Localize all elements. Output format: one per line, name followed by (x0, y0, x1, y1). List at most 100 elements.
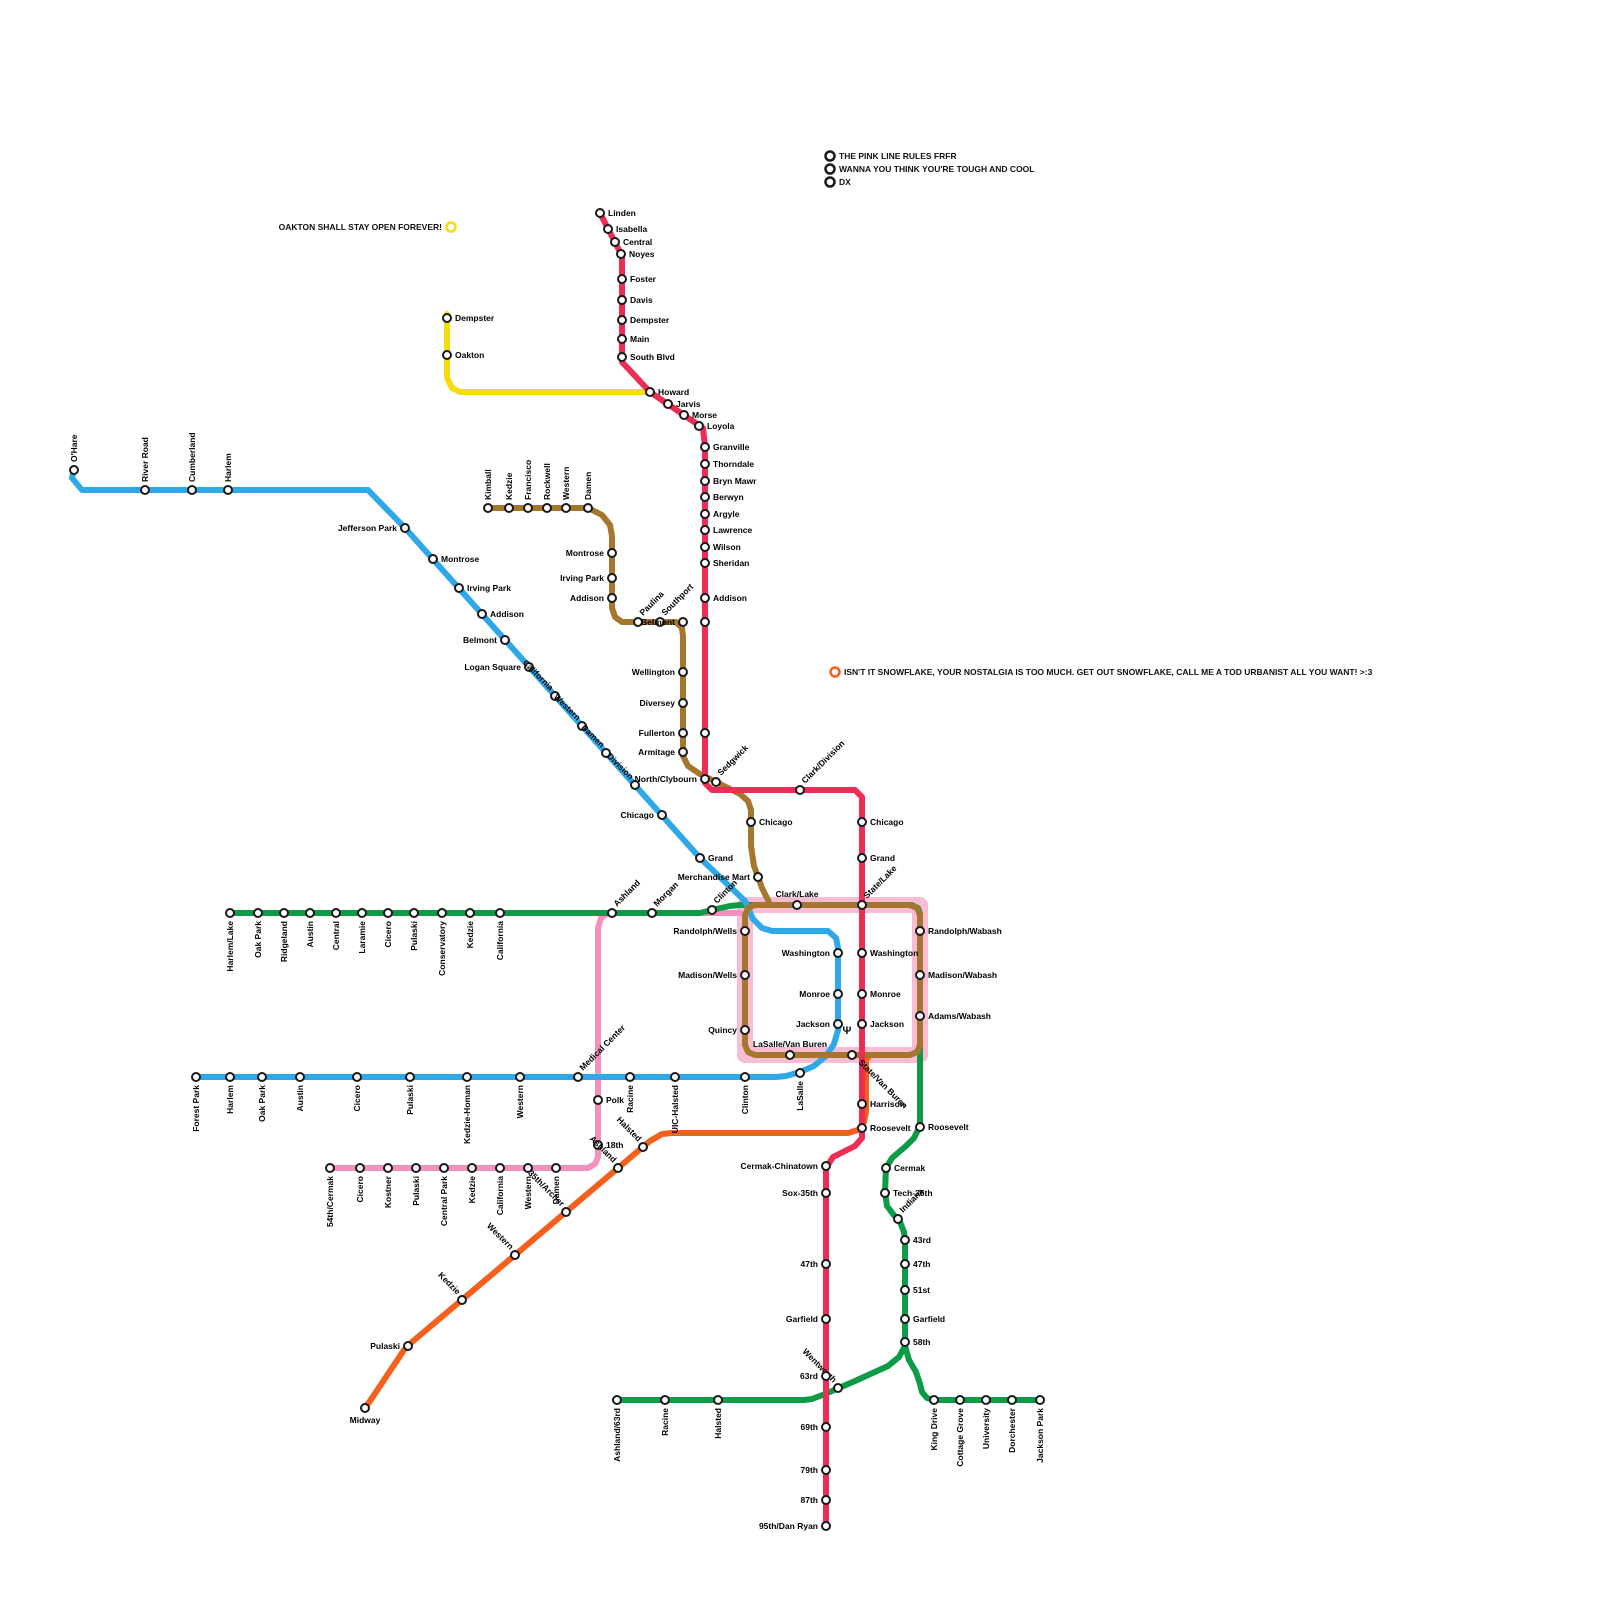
station-label: State/Lake (861, 863, 898, 900)
station-dot (857, 900, 867, 910)
station-label: Randolph/Wabash (928, 926, 1002, 936)
line-red-path-0 (597, 210, 865, 1529)
map-annotation: ISN'T IT SNOWFLAKE, YOUR NOSTALGIA IS TO… (844, 667, 1373, 677)
station-label: UIC-Halsted (670, 1085, 680, 1133)
map-annotation: WANNA YOU THINK YOU'RE TOUGH AND COOL (839, 164, 1034, 174)
station-label: Cermak (894, 1163, 925, 1173)
station-label: Addison (570, 593, 604, 603)
station-label: Diversey (640, 698, 676, 708)
station-dot (915, 1122, 925, 1132)
station-label: Morgan (651, 880, 680, 909)
station-label: 87th (801, 1495, 818, 1505)
station-label: Ashland (611, 878, 642, 909)
station-dot (357, 908, 367, 918)
station-label: Madison/Wells (678, 970, 737, 980)
station-label: Howard (658, 387, 689, 397)
station-dot (583, 503, 593, 513)
station-dot (700, 492, 710, 502)
station-label: Rockwell (542, 463, 552, 500)
station-dot (593, 1095, 603, 1105)
station-dot (795, 1068, 805, 1078)
station-dot (700, 542, 710, 552)
station-dot (857, 853, 867, 863)
station-label: Isabella (616, 224, 647, 234)
station-dot (595, 208, 605, 218)
station-label: Racine (625, 1085, 635, 1113)
station-dot (550, 691, 560, 701)
station-dot (785, 1050, 795, 1060)
line-orange-path-0 (362, 1053, 872, 1411)
station-label: Armitage (638, 747, 675, 757)
station-label: Harlem/Lake (225, 921, 235, 972)
station-dot (833, 989, 843, 999)
station-dot (857, 1099, 867, 1109)
station-label: Dorchester (1007, 1407, 1017, 1453)
station-dot (305, 908, 315, 918)
station-dot (617, 334, 627, 344)
station-dot (713, 1395, 723, 1405)
station-dot (325, 1163, 335, 1173)
station-dot (847, 1050, 857, 1060)
station-dot (700, 728, 710, 738)
station-label: Lawrence (713, 525, 752, 535)
station-label: Kedzie (436, 1270, 463, 1297)
station-dot (700, 525, 710, 535)
station-dot (223, 485, 233, 495)
station-dot (613, 1163, 623, 1173)
station-dot (638, 1142, 648, 1152)
station-label: California (495, 1176, 505, 1215)
station-label: 58th (913, 1337, 930, 1347)
station-label: Fullerton (639, 728, 675, 738)
station-label: Cicero (352, 1085, 362, 1111)
station-dot (610, 237, 620, 247)
station-dot (740, 970, 750, 980)
station-label: Monroe (799, 989, 830, 999)
annotation-marker (824, 150, 836, 162)
station-dot (678, 747, 688, 757)
station-label: Forest Park (191, 1085, 201, 1132)
station-dot (612, 1395, 622, 1405)
station-dot (700, 442, 710, 452)
station-label: Jackson Park (1035, 1408, 1045, 1463)
station-label: Kimball (483, 469, 493, 500)
station-dot (467, 1163, 477, 1173)
station-label: Morse (692, 410, 717, 420)
station-label: Western (523, 1176, 533, 1209)
station-dot (833, 1019, 843, 1029)
station-label: Noyes (629, 249, 655, 259)
station-label: Montrose (566, 548, 605, 558)
station-dot (630, 780, 640, 790)
station-dot (740, 926, 750, 936)
station-dot (593, 1140, 603, 1150)
station-label: Halsted (713, 1408, 723, 1439)
station-dot (428, 554, 438, 564)
station-label: Conservatory (437, 921, 447, 976)
station-label: Irving Park (560, 573, 604, 583)
station-dot (477, 609, 487, 619)
station-dot (191, 1072, 201, 1082)
station-dot (700, 459, 710, 469)
line-brown-path-0 (485, 505, 773, 908)
station-dot (821, 1521, 831, 1531)
station-label: Belmont (641, 617, 675, 627)
station-dot (495, 908, 505, 918)
station-label: Washington (870, 948, 918, 958)
station-dot (1035, 1395, 1045, 1405)
station-dot (504, 503, 514, 513)
annotation-marker (824, 176, 836, 188)
station-label: Argyle (713, 509, 740, 519)
station-label: Harlem (225, 1085, 235, 1114)
station-dot (383, 908, 393, 918)
station-dot (462, 1072, 472, 1082)
station-label: Roosevelt (870, 1123, 911, 1133)
station-dot (700, 509, 710, 519)
station-label: Quincy (708, 1025, 737, 1035)
station-label: Kedzie (504, 472, 514, 500)
station-dot (753, 872, 763, 882)
station-label: Ashland/63rd (612, 1408, 622, 1462)
station-label: Jackson (796, 1019, 830, 1029)
station-label: Austin (295, 1085, 305, 1111)
station-dot (678, 667, 688, 677)
station-dot (573, 1072, 583, 1082)
station-label: Damen (551, 1176, 561, 1204)
